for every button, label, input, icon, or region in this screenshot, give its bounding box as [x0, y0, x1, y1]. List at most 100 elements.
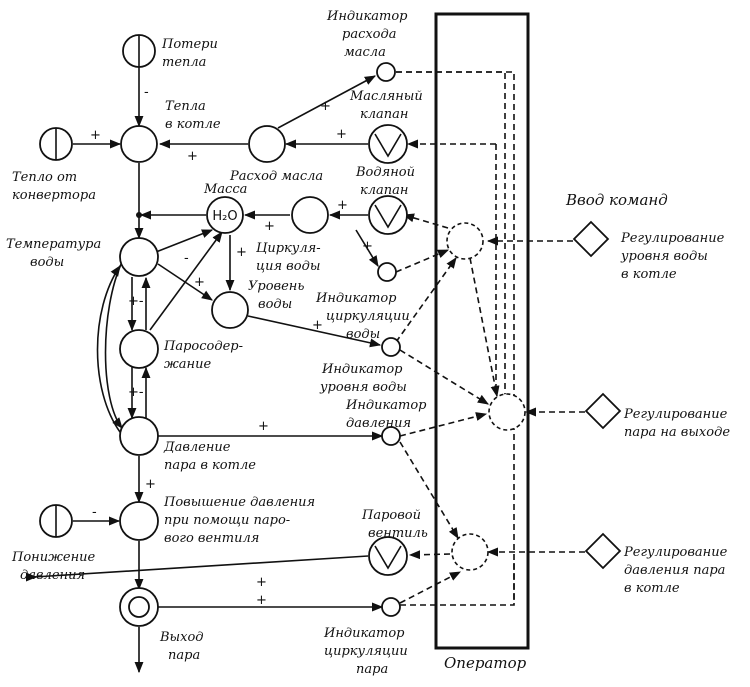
svg-text:уровня воды: уровня воды [319, 380, 407, 395]
control-output-steam-label: Регулирование пара на выходе [623, 407, 730, 440]
svg-text:+: + [312, 318, 323, 333]
h2o-label: H₂O [212, 209, 237, 224]
svg-text:Температура: Температура [6, 237, 101, 252]
svg-text:давления: давления [346, 416, 411, 431]
svg-text:масла: масла [344, 45, 386, 60]
steam-pressure-label: Давление пара в котле [163, 440, 256, 473]
water-level-node [211, 291, 249, 329]
svg-text:пара в котле: пара в котле [164, 458, 256, 473]
command-diamond-output[interactable] [584, 392, 622, 430]
steam-content-label: Паросодер- жание [163, 339, 243, 372]
svg-text:расхода: расхода [342, 27, 397, 42]
control-node-pressure [451, 533, 489, 571]
svg-text:+: + [362, 239, 373, 254]
svg-text:клапан: клапан [360, 107, 408, 122]
command-diamond-water[interactable] [572, 220, 610, 258]
oil-valve-label: Масляный клапан [349, 89, 423, 122]
water-valve-label: Водяной клапан [355, 165, 415, 198]
svg-text:+: + [236, 245, 247, 260]
link-signs: - + + + + + + + - + + + +- +- + + - + + [90, 85, 373, 608]
steam-content-node [119, 329, 159, 369]
water-circulation-node [291, 196, 329, 234]
svg-text:при помощи паро-: при помощи паро- [164, 513, 290, 528]
svg-text:пара: пара [356, 662, 388, 677]
pressure-decrease-node [39, 504, 73, 538]
svg-text:Масляный: Масляный [349, 89, 423, 104]
water-level-indicator-node [381, 337, 401, 357]
svg-text:Циркуля-: Циркуля- [256, 241, 321, 256]
water-circulation-indicator-label: Индикатор циркуляции воды [315, 291, 410, 342]
oil-flow-indicator-label: Индикатор расхода масла [326, 9, 408, 60]
svg-text:в котле: в котле [624, 581, 680, 596]
svg-text:Индикатор: Индикатор [345, 398, 427, 413]
svg-text:давления: давления [20, 568, 85, 583]
svg-text:Регулирование: Регулирование [623, 545, 728, 560]
svg-text:-: - [184, 251, 189, 266]
svg-text:циркуляции: циркуляции [326, 309, 410, 324]
svg-text:в котле: в котле [165, 117, 221, 132]
solid-links [25, 67, 384, 674]
svg-text:+: + [337, 198, 348, 213]
water-temperature-node [119, 237, 159, 277]
water-valve-node [368, 195, 408, 235]
svg-text:в котле: в котле [621, 267, 677, 282]
svg-text:+: + [145, 477, 156, 492]
svg-text:Паросодер-: Паросодер- [163, 339, 243, 354]
svg-text:Индикатор: Индикатор [326, 9, 408, 24]
svg-text:пара на выходе: пара на выходе [624, 425, 730, 440]
svg-text:+: + [187, 149, 198, 164]
steam-circulation-indicator-label: Индикатор циркуляции пара [323, 626, 408, 677]
svg-text:циркуляции: циркуляции [324, 644, 408, 659]
svg-text:ция воды: ция воды [256, 259, 320, 274]
svg-text:Выход: Выход [159, 630, 204, 645]
steam-output-label: Выход пара [159, 630, 204, 663]
steam-circulation-indicator-node [381, 597, 401, 617]
heat-loss-label: Потери тепла [161, 37, 218, 70]
svg-text:+: + [320, 99, 331, 114]
heat-in-boiler-label: Тепла в котле [165, 99, 221, 132]
svg-text:+: + [90, 128, 101, 143]
svg-text:-: - [92, 505, 97, 520]
svg-text:+: + [194, 275, 205, 290]
command-input-label: Ввод команд [565, 191, 668, 209]
svg-text:воды: воды [258, 297, 292, 312]
heat-from-converter-node [39, 127, 73, 161]
svg-text:Давление: Давление [163, 440, 231, 455]
pressure-indicator-label: Индикатор давления [345, 398, 427, 431]
pressure-increase-label: Повышение давления при помощи паро- вого… [163, 495, 315, 546]
water-circulation-indicator-node [377, 262, 397, 282]
heat-from-converter-label: Тепло от конвертора [12, 170, 96, 203]
svg-text:-: - [144, 85, 149, 100]
svg-text:жание: жание [164, 357, 211, 372]
steam-output-node [119, 587, 159, 627]
steam-valve-label: Паровой вентиль [361, 508, 428, 541]
oil-flow-indicator-node [376, 62, 396, 82]
svg-text:+: + [264, 219, 275, 234]
operator-label: Оператор [444, 654, 527, 672]
svg-text:+: + [336, 127, 347, 142]
svg-text:+: + [258, 419, 269, 434]
operator-box [434, 12, 530, 650]
svg-text:Регулирование: Регулирование [620, 231, 725, 246]
svg-text:+: + [256, 593, 267, 608]
svg-text:Паровой: Паровой [361, 508, 421, 523]
control-water-level-label: Регулирование уровня воды в котле [620, 231, 725, 282]
water-circulation-label: Циркуля- ция воды [256, 241, 321, 274]
svg-text:Водяной: Водяной [355, 165, 415, 180]
water-level-label: Уровень воды [248, 279, 304, 312]
water-level-indicator-label: Индикатор уровня воды [319, 362, 407, 395]
heat-in-boiler-node [120, 125, 158, 163]
svg-text:Понижение: Понижение [11, 550, 96, 565]
command-diamond-pressure[interactable] [584, 532, 622, 570]
svg-text:конвертора: конвертора [12, 188, 96, 203]
svg-text:Потери: Потери [161, 37, 218, 52]
pressure-indicator-node [381, 426, 401, 446]
steam-valve-node [368, 536, 408, 576]
svg-text:Тепла: Тепла [165, 99, 206, 114]
svg-text:воды: воды [30, 255, 64, 270]
pressure-decrease-label: Понижение давления [11, 550, 96, 583]
svg-text:+-: +- [128, 385, 144, 400]
pressure-increase-node [119, 501, 159, 541]
svg-text:воды: воды [346, 327, 380, 342]
svg-text:вентиль: вентиль [368, 526, 428, 541]
